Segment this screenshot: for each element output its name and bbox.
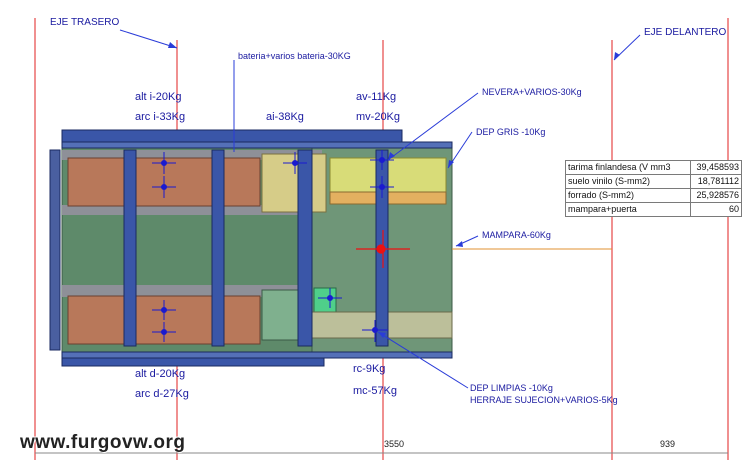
label-alt-i: alt i-20Kg: [135, 91, 182, 103]
tank-block-mint: [313, 287, 337, 313]
label-mv: mv-20Kg: [356, 111, 401, 123]
table-cell-key: mampara+puerta: [565, 202, 691, 217]
weight-markers: [152, 150, 394, 342]
label-eje-delantero: EJE DELANTERO: [644, 27, 727, 38]
leader-eje-trasero: [119, 29, 178, 49]
table-cell-key: forrado (S-mm2): [565, 188, 691, 203]
table-cell-value: 18,781112: [690, 174, 742, 189]
top-rail-grey: [62, 150, 322, 160]
marker-ai: [292, 160, 298, 166]
marker-av: [379, 157, 385, 163]
table-cell-value: 60: [690, 202, 742, 217]
label-dep-limpias: DEP LIMPIAS -10Kg: [470, 383, 553, 393]
label-herraje: HERRAJE SUJECION+VARIOS-5Kg: [470, 395, 618, 405]
outer-frame-top-inner: [61, 141, 453, 149]
mid-rail-grey: [62, 205, 312, 215]
leader-arrowheads: [168, 42, 620, 338]
label-mampara: MAMPARA-60Kg: [482, 230, 551, 240]
label-dep-gris: DEP GRIS -10Kg: [476, 127, 546, 137]
outer-frame-bottom: [61, 351, 453, 359]
outer-frame-top: [61, 129, 403, 143]
post-3: [297, 149, 313, 347]
fridge-block: [261, 153, 327, 213]
label-mc: mc-57Kg: [353, 385, 398, 397]
leader-nevera: [387, 92, 479, 161]
label-bateria: bateria+varios bateria-30KG: [238, 51, 351, 61]
dimension-front-overhang: 939: [660, 439, 676, 449]
marker-mv: [379, 184, 385, 190]
center-of-gravity-marker: [356, 230, 410, 268]
left-edge-post: [49, 149, 61, 351]
tank-block-green: [261, 289, 299, 341]
outer-frame-bottom-bar: [61, 357, 325, 367]
label-alt-d: alt d-20Kg: [135, 368, 186, 380]
post-1: [123, 149, 137, 347]
label-rc: rc-9Kg: [353, 363, 386, 375]
label-arc-d: arc d-27Kg: [135, 388, 189, 400]
label-eje-trasero: EJE TRASERO: [50, 17, 120, 28]
label-av: av-11Kg: [356, 91, 397, 103]
table-cell-key: tarima finlandesa (V mm3: [565, 160, 691, 175]
marker-dep-limpias: [327, 295, 333, 301]
label-nevera: NEVERA+VARIOS-30Kg: [482, 87, 582, 97]
table-cell-key: suelo vinilo (S-mm2): [565, 174, 691, 189]
table-row: suelo vinilo (S-mm2)18,781112: [565, 174, 742, 189]
marker-arc-i: [161, 184, 167, 190]
marker-alt-d: [161, 307, 167, 313]
marker-alt-i: [161, 160, 167, 166]
table-row: forrado (S-mm2)25,928576: [565, 188, 742, 203]
watermark-text: www.furgovw.org: [20, 432, 186, 453]
label-arc-i: arc i-33Kg: [135, 111, 186, 123]
vertical-posts: [123, 149, 389, 347]
marker-arc-d: [161, 329, 167, 335]
table-cell-value: 25,928576: [690, 188, 742, 203]
dimension-wheelbase: 3550: [384, 439, 405, 449]
table-cell-value: 39,458593: [690, 160, 742, 175]
label-ai: ai-38Kg: [266, 111, 304, 123]
marker-rc: [372, 327, 378, 333]
leader-dep-limpias: [377, 331, 469, 389]
post-2: [211, 149, 225, 347]
